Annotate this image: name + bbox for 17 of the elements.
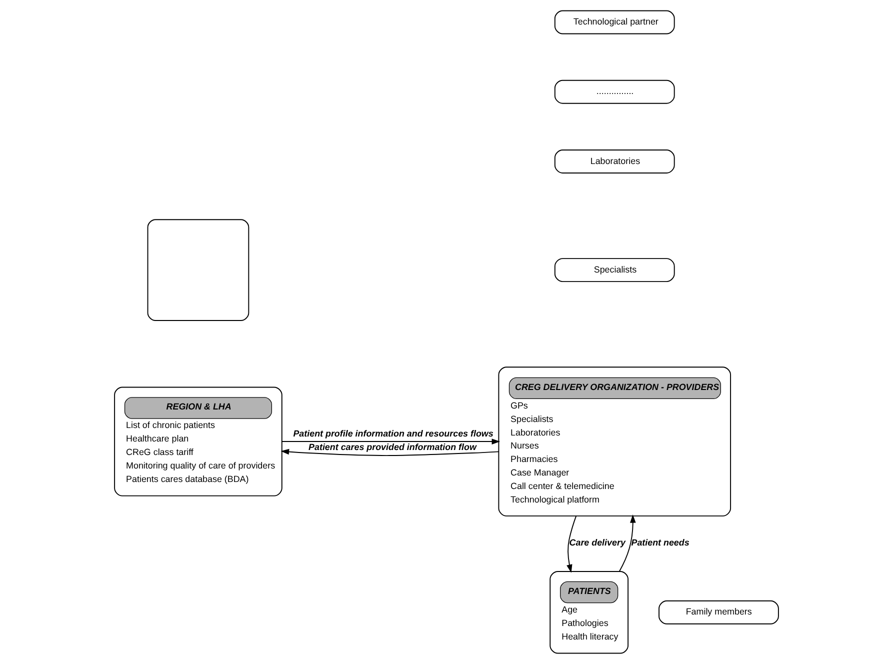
node-box: REGION & LHA List of chronic patients Healthcare plan CReG class tariff Monitoring quality of care of providers Patients cares database (BDA)	[114, 386, 282, 496]
node-box: Family members	[658, 600, 778, 624]
node-box: Specialists	[554, 258, 674, 282]
node-box: PATIENTS Age Pathologies Health literacy	[549, 571, 628, 654]
edge-label: Care delivery	[568, 537, 625, 548]
arrow	[280, 448, 499, 456]
edge-label: Patient cares provided information flow	[308, 442, 476, 452]
arrow	[618, 514, 636, 572]
node-box: Laboratories	[554, 150, 674, 174]
arrow	[281, 438, 500, 444]
node-box: CREG DELIVERY ORGANIZATION - PROVIDERS GPs Specialists Laboratories Nurses Pharmacies Case Manager Call center & telemedicine Technological platform	[498, 366, 731, 516]
edge-label: Patient needs	[630, 537, 689, 548]
node-box	[146, 219, 249, 321]
arrow	[566, 516, 576, 573]
node-box: Technological partner	[554, 10, 674, 34]
node-box: ...............	[554, 80, 674, 104]
edge-label: Patient profile information and resources flows	[292, 428, 493, 439]
